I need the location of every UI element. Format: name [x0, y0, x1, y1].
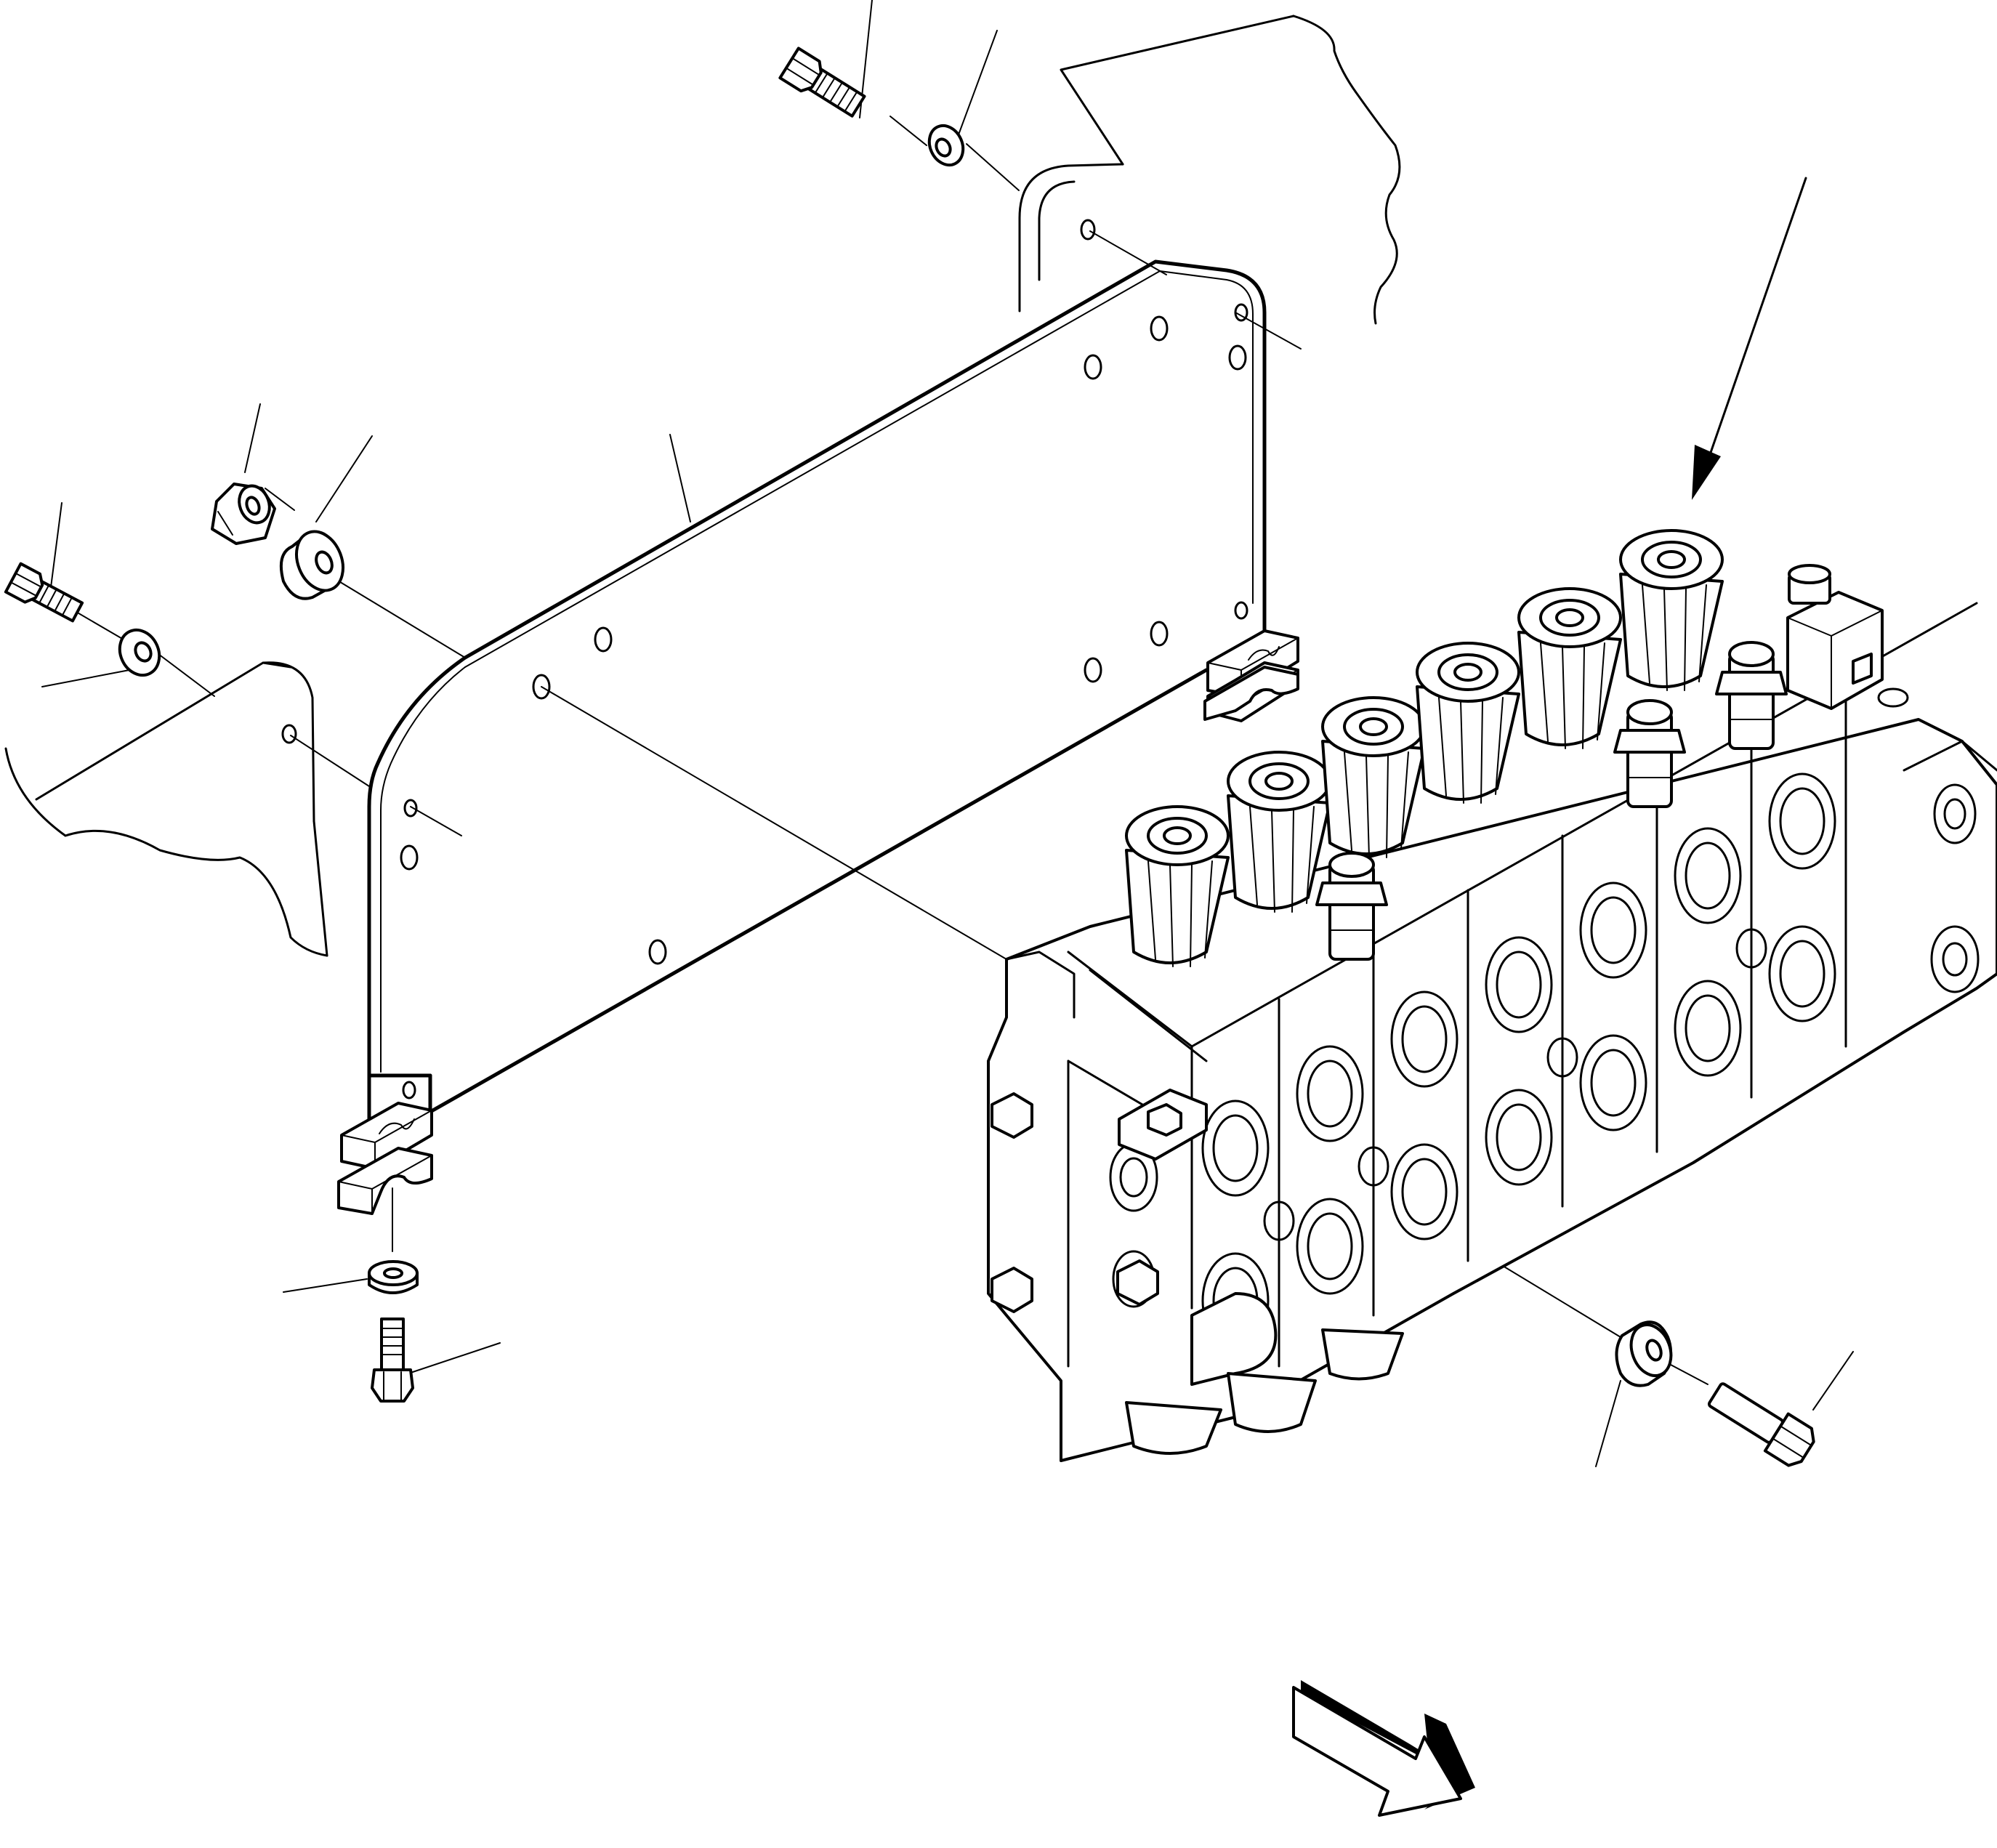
clamp-icon [337, 1102, 433, 1215]
upper-mount-washer [927, 124, 965, 167]
valve-washer [1615, 1320, 1673, 1387]
lock-nut [211, 483, 276, 545]
solenoid-box [1786, 564, 1884, 710]
washer-icon [368, 1260, 419, 1294]
bolt-icon [1707, 1382, 1815, 1467]
left-mount-washer [118, 628, 161, 677]
flat-washer-large [280, 530, 344, 600]
valve-bolt [1707, 1382, 1815, 1467]
spool-cap-6 [1619, 529, 1724, 691]
spool-cap-4 [1416, 642, 1520, 804]
bottom-washer [368, 1260, 419, 1294]
valve-icon [987, 529, 1997, 1462]
left-mount-bolt [4, 562, 84, 623]
arrow-icon [1692, 177, 1807, 500]
relief-knob-2 [1613, 699, 1686, 808]
direction-arrow-icon [1292, 1680, 1475, 1817]
control-valve-assembly [987, 529, 1997, 1462]
lower-frame-bracket [4, 661, 328, 957]
bolt-icon [371, 1318, 414, 1403]
clamp-icon [1203, 629, 1299, 722]
bolt-icon [4, 562, 84, 623]
clamp-upper [1203, 629, 1299, 722]
spool-cap-5 [1517, 587, 1622, 749]
spool-cap-1 [1125, 805, 1230, 967]
washer-icon [1615, 1320, 1673, 1387]
front-direction-arrow [1292, 1680, 1475, 1817]
washer-icon [927, 124, 965, 167]
relief-knob-1 [1315, 852, 1388, 961]
nut-icon [211, 483, 276, 545]
clamp-lower [337, 1102, 433, 1215]
spool-cap-2 [1227, 751, 1331, 913]
spool-cap-3 [1321, 696, 1426, 858]
upper-frame-bracket [1018, 15, 1401, 325]
washer-icon [280, 530, 344, 600]
washer-icon [118, 628, 161, 677]
plate-holes [400, 303, 1248, 1099]
valve-ports [1201, 772, 1836, 1349]
assembly-arrow [1692, 177, 1807, 500]
bolt-icon [778, 47, 866, 118]
valve-end-face [1877, 687, 1997, 993]
relief-knob-3 [1715, 641, 1788, 750]
valve-inlet-section [991, 1060, 1404, 1455]
upper-mount-bolt [778, 47, 866, 118]
bottom-bolt [371, 1318, 414, 1403]
